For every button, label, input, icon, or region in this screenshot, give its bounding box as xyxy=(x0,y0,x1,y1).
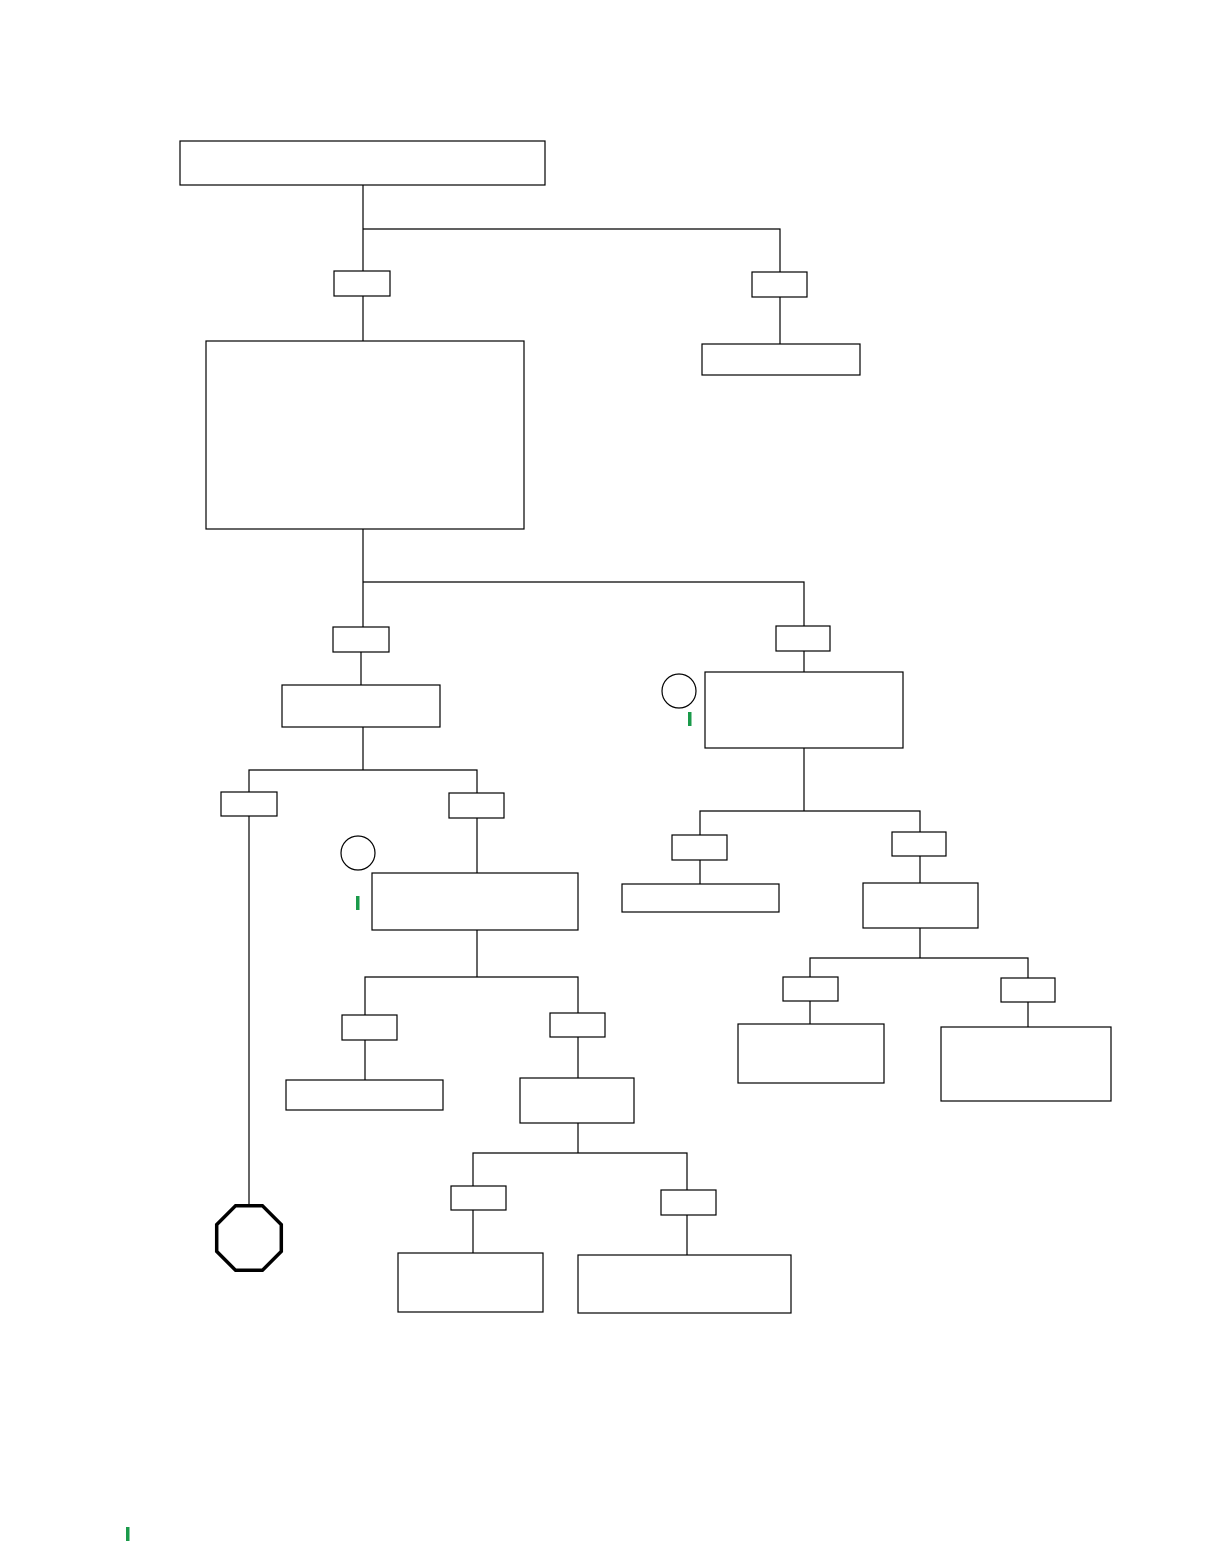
flowchart-box-left-final-a xyxy=(397,1252,544,1313)
connector-line xyxy=(363,581,805,626)
branch-label-left-sub-check-yes-label xyxy=(450,1185,507,1211)
branch-label-main-branch-right-label xyxy=(775,625,831,652)
connector-lines xyxy=(248,185,1029,1255)
branch-label-left-sub-yes-label xyxy=(341,1014,398,1041)
flowchart-box-right-procedure xyxy=(704,671,904,749)
flowchart-boxes xyxy=(179,140,1112,1314)
flowchart-box-left-sub-procedure xyxy=(371,872,579,931)
step-circle-right-procedure xyxy=(661,673,697,709)
flowchart-box-left-sub-result xyxy=(285,1079,444,1111)
branch-label-left-sub-no-label xyxy=(549,1012,606,1038)
branch-label-right-yes-label xyxy=(671,834,728,861)
branch-label-left-no-label xyxy=(448,792,505,819)
branch-label-right-check-no-label xyxy=(1000,977,1056,1003)
flowchart-box-right-final-b xyxy=(940,1026,1112,1102)
branch-label-main-branch-left-label xyxy=(332,626,390,653)
branch-label-root-branch-right-label xyxy=(751,271,808,298)
stop-octagon-icon xyxy=(214,1203,284,1273)
branch-label-right-check-yes-label xyxy=(782,976,839,1002)
branch-label-left-yes-label xyxy=(220,791,278,817)
flowchart-box-right-check xyxy=(862,882,979,929)
connector-line xyxy=(364,976,579,1015)
connector-line xyxy=(809,957,1029,978)
step-circle-left-sub-procedure xyxy=(340,835,376,871)
flowchart-box-left-final-b xyxy=(577,1254,792,1314)
left-sub-procedure-change-bar xyxy=(356,896,360,910)
connector-line xyxy=(248,769,478,793)
right-procedure-change-bar xyxy=(688,712,692,726)
flowchart-box-left-check xyxy=(281,684,441,728)
flowchart-box-root-right-result xyxy=(701,343,861,376)
flowchart-box-root xyxy=(179,140,546,186)
flowchart-box-left-sub-check xyxy=(519,1077,635,1124)
branch-label-root-branch-left-label xyxy=(333,270,391,297)
flowchart-box-right-final-a xyxy=(737,1023,885,1084)
page-footer-change-bar xyxy=(126,1527,130,1541)
connector-line xyxy=(363,228,781,272)
flowchart-box-main-procedure xyxy=(205,340,525,530)
connector-line xyxy=(699,810,921,835)
branch-label-left-sub-check-no-label xyxy=(660,1189,717,1216)
connector-line xyxy=(472,1152,688,1190)
branch-label-right-no-label xyxy=(891,831,947,857)
flowchart-box-right-result xyxy=(621,883,780,913)
